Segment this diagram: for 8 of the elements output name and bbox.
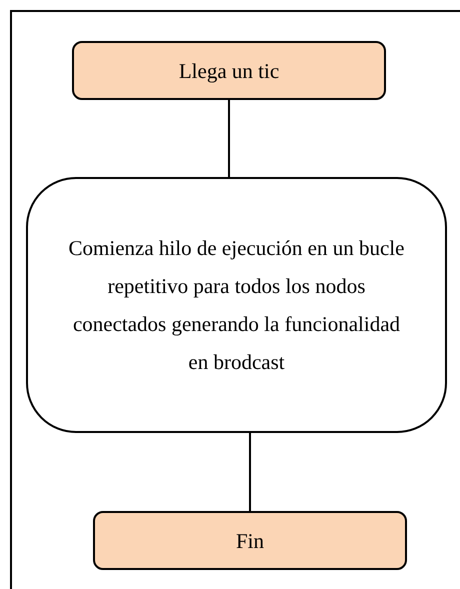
connector-line xyxy=(228,100,230,177)
process-box xyxy=(26,177,447,433)
connector-line xyxy=(249,433,251,511)
end-box xyxy=(93,511,407,570)
node-text: Llega un tic xyxy=(178,58,280,84)
node-text: Comienza hilo de ejecución en un bucle repetitivo para todos los nodos conectados generando la funcionalidad en brodcast xyxy=(68,235,405,376)
start-box xyxy=(72,41,386,100)
node-text: Fin xyxy=(236,528,264,554)
